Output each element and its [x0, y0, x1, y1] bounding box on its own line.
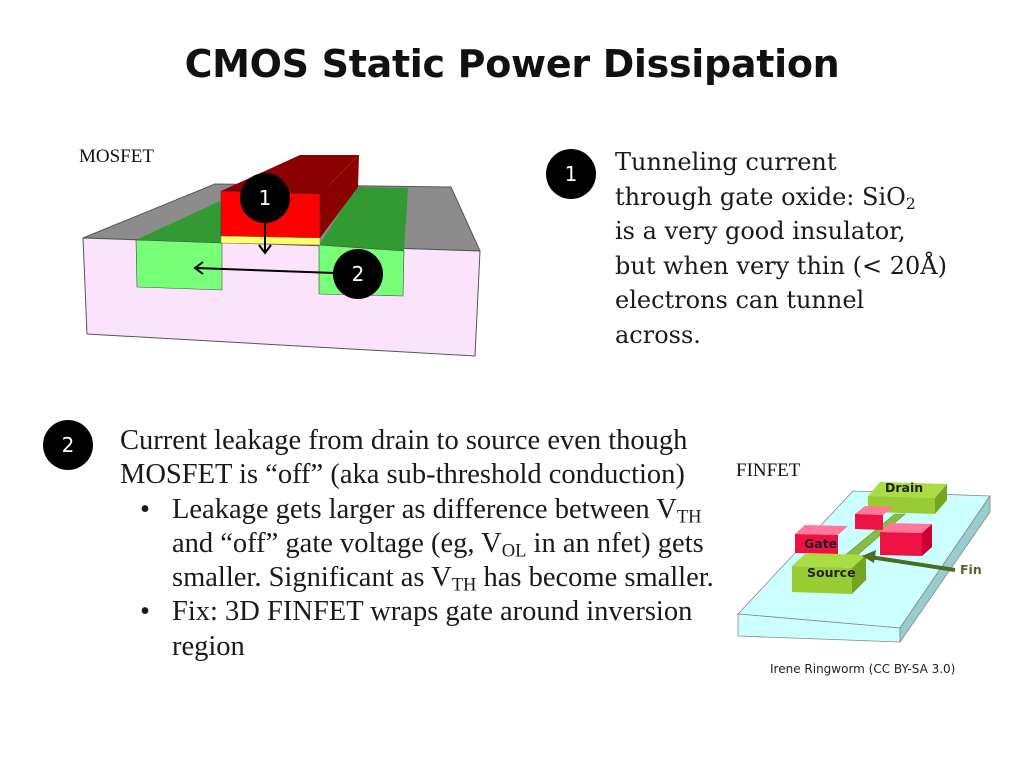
item2-marker: 2: [43, 420, 93, 470]
gate-right-side: [922, 524, 932, 556]
gate-side: [320, 155, 359, 238]
gate-right-top: [880, 523, 932, 533]
finfet-drain-label: Drain: [885, 480, 924, 495]
left-diffusion-top: [136, 201, 222, 243]
item1-line: is a very good insulator,: [615, 217, 906, 245]
slide-title: CMOS Static Power Dissipation: [184, 42, 840, 86]
gate-oxide: [220, 235, 321, 246]
item2-intro: Current leakage from drain to source eve…: [120, 425, 688, 491]
mosfet-marker-2: 2: [333, 249, 383, 299]
item1-line: Tunneling current: [615, 148, 837, 176]
bullet-item: •Fix: 3D FINFET wraps gate around invers…: [140, 596, 693, 662]
finfet-label: FINFET: [736, 460, 801, 481]
item1-marker: 1: [546, 149, 596, 199]
gate-left-top: [795, 525, 848, 535]
item2-bullet-list: •Leakage gets larger as difference betwe…: [120, 493, 720, 664]
source-front: [792, 566, 852, 594]
bullet-dot: •: [140, 493, 150, 525]
item2-text: Current leakage from drain to source eve…: [120, 424, 720, 664]
gate-center-top: [855, 506, 893, 515]
gate-right-front: [880, 532, 922, 556]
bullet-item: •Leakage gets larger as difference betwe…: [140, 493, 714, 596]
subscript: TH: [676, 506, 702, 528]
item1-line: electrons can tunnel: [615, 286, 865, 314]
subscript: OL: [501, 540, 527, 562]
arrow-left: [193, 261, 204, 275]
drain-side: [935, 484, 947, 514]
left-diffusion-front: [135, 239, 223, 291]
finfet-source-label: Source: [807, 565, 856, 580]
image-attribution: Irene Ringworm (CC BY-SA 3.0): [770, 662, 956, 676]
finfet-gate-label: Gate: [804, 536, 838, 551]
subscript: TH: [451, 574, 477, 596]
item1-line: but when very thin (< 20Å): [615, 251, 948, 280]
drain-top: [868, 482, 947, 498]
mosfet-label: MOSFET: [79, 146, 154, 167]
item1-line: through gate oxide: SiO2: [615, 182, 916, 213]
finfet-fin-label: Fin: [960, 562, 982, 577]
fin-arrow-head: [862, 550, 876, 563]
item1-text: Tunneling current through gate oxide: Si…: [615, 145, 1015, 352]
mosfet-marker-1: 1: [240, 173, 290, 223]
source-side: [852, 555, 866, 594]
bullet-dot: •: [140, 596, 150, 628]
gate-left-front: [795, 534, 838, 554]
gate-center-front: [855, 514, 883, 530]
arrow-down: [258, 244, 272, 255]
item1-line: across.: [615, 320, 701, 349]
source-top: [792, 553, 866, 568]
right-diffusion-top: [319, 187, 408, 251]
